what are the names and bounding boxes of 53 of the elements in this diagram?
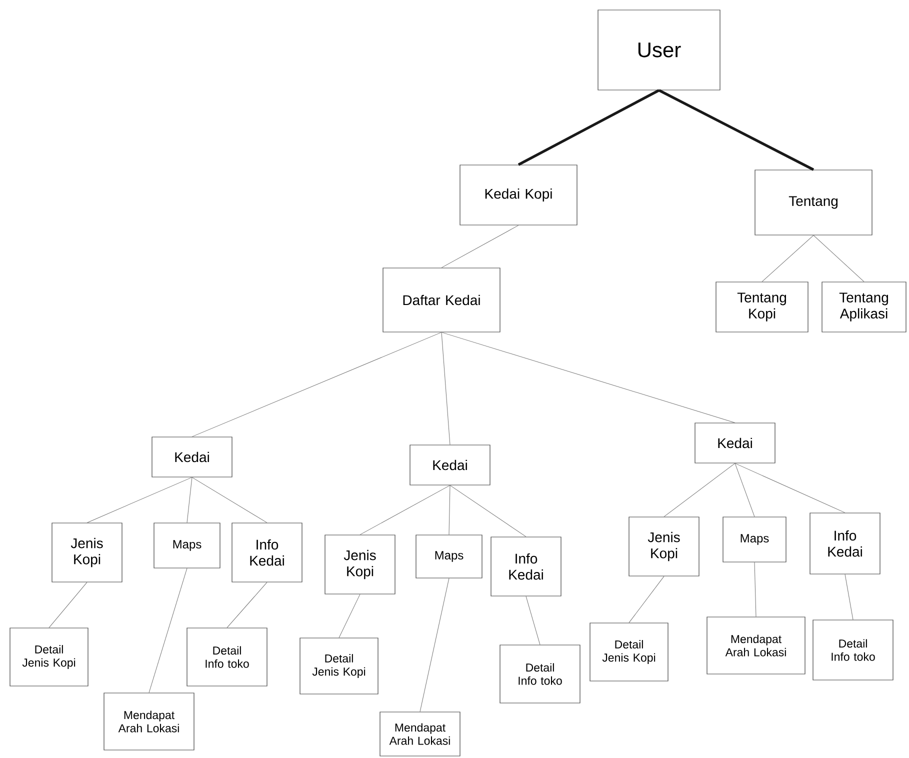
box: Info Kedai [232,522,302,582]
connector-line [148,568,188,693]
connector-line [192,477,268,523]
connector-line [192,332,442,437]
connector-line [48,582,88,628]
box: Detail Info toko [186,628,268,686]
box: Kedai [152,436,232,478]
box: Tentang Aplikasi [822,282,906,332]
box: Info Kedai [490,536,562,596]
box: Mendapat Arah Lokasi [380,712,460,756]
box: Tentang [754,170,872,236]
connector-line [441,225,519,268]
box: Detail Info toko [500,644,580,704]
box: Daftar Kedai [382,268,500,332]
connector-line [448,485,450,535]
box: Maps [416,534,482,578]
box: Jenis Kopi [52,522,122,582]
connector-line [734,463,755,517]
connector-line [420,578,450,712]
connector-line [658,89,814,171]
connector-line [664,463,736,517]
connector-line [186,477,192,523]
connector-line [844,574,854,620]
connector-line [338,594,360,638]
connector-line [450,485,526,537]
box: User [598,10,720,90]
box: Maps [722,516,786,562]
box: Mendapat Arah Lokasi [706,616,806,674]
connector-line [754,562,756,617]
box: Maps [154,522,220,568]
connector-line [441,332,736,423]
box: Detail Jenis Kopi [590,622,668,682]
connector-line [762,235,814,282]
connector-line [360,485,450,535]
connector-line [86,477,192,523]
box: Jenis Kopi [628,516,700,576]
box: Detail Info toko [812,620,894,680]
box: Info Kedai [810,512,880,574]
connector-line [226,582,268,628]
connector-line [628,576,664,623]
box: Detail Jenis Kopi [10,628,88,686]
connector-line [813,235,864,282]
connector-line [518,89,660,166]
box: Kedai [694,422,776,464]
box: Mendapat Arah Lokasi [104,692,194,750]
box: Kedai [410,444,490,486]
box: Detail Jenis Kopi [300,638,378,694]
box: Jenis Kopi [324,534,396,594]
connector-line [526,596,540,645]
box: Tentang Kopi [716,282,808,332]
connector-line [441,332,450,445]
connector-line [734,463,846,513]
box: Kedai Kopi [460,164,578,226]
